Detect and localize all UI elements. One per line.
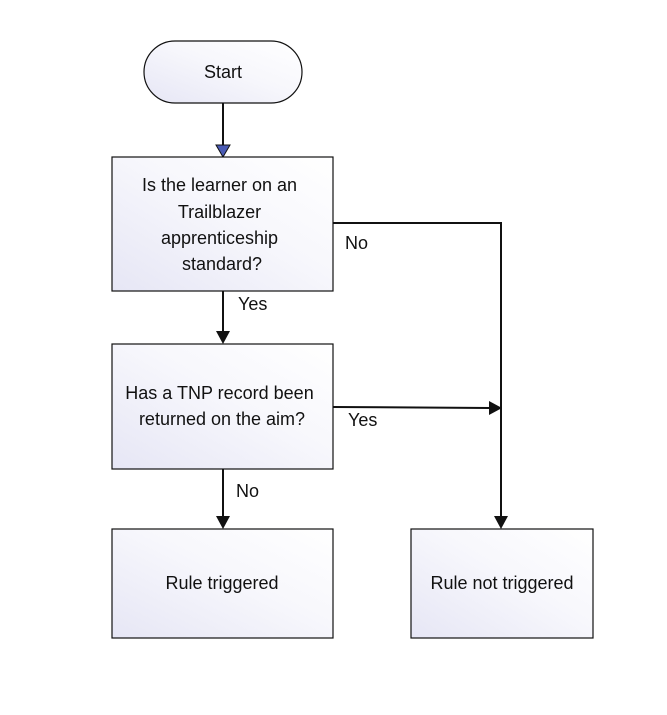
question1-node: Is the learner on an Trailblazer apprent… bbox=[111, 156, 334, 292]
edge-label-yes: Yes bbox=[238, 294, 267, 314]
arrowhead-down bbox=[216, 331, 230, 344]
connector-question2-yes bbox=[332, 401, 502, 415]
arrowhead-blue bbox=[215, 144, 231, 158]
question2-text: Has a TNP record been returned on the ai… bbox=[125, 383, 318, 429]
arrowhead-right bbox=[489, 401, 502, 415]
arrowhead-down bbox=[216, 516, 230, 529]
start-node: Start bbox=[143, 40, 303, 104]
connector-question1-no bbox=[333, 222, 508, 529]
edge-label-no: No bbox=[236, 481, 259, 501]
question1-text: Is the learner on an Trailblazer apprent… bbox=[142, 175, 302, 274]
rule-triggered-node: Rule triggered bbox=[111, 528, 334, 639]
edge-label-no: No bbox=[345, 233, 368, 253]
edge-label-yes: Yes bbox=[348, 410, 377, 430]
rule-not-triggered-node: Rule not triggered bbox=[410, 528, 594, 639]
connector-question1-yes bbox=[216, 291, 230, 344]
arrowhead-down bbox=[494, 516, 508, 529]
connector-start-to-question1 bbox=[215, 103, 231, 158]
connector-question2-no bbox=[216, 469, 230, 529]
rule-not-triggered-label: Rule not triggered bbox=[430, 573, 573, 593]
rule-triggered-label: Rule triggered bbox=[165, 573, 278, 593]
start-label: Start bbox=[204, 62, 242, 82]
question2-node: Has a TNP record been returned on the ai… bbox=[111, 343, 334, 470]
